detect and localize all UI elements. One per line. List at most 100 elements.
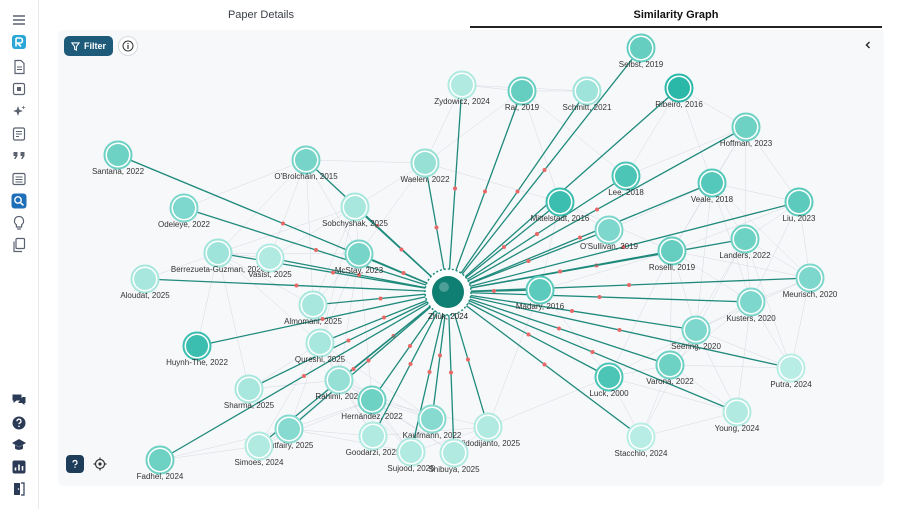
- graph-node[interactable]: Zydowicz, 2024: [434, 70, 490, 107]
- node-circle[interactable]: [735, 116, 757, 138]
- graph-node[interactable]: Liu, 2023: [783, 187, 816, 224]
- graph-node[interactable]: Fadhel, 2024: [137, 445, 184, 482]
- graph-node[interactable]: Varona, 2022: [646, 350, 694, 387]
- lightbulb-icon[interactable]: [10, 214, 28, 232]
- node-circle[interactable]: [348, 243, 370, 265]
- node-circle[interactable]: [302, 294, 324, 316]
- notes-icon[interactable]: [10, 125, 28, 143]
- node-circle[interactable]: [630, 426, 652, 448]
- node-circle[interactable]: [309, 332, 331, 354]
- node-circle[interactable]: [511, 80, 533, 102]
- help-icon[interactable]: [10, 414, 28, 432]
- graph-search-icon[interactable]: [10, 192, 28, 210]
- filter-button[interactable]: Filter: [64, 36, 113, 56]
- graph-node[interactable]: Santana, 2022: [92, 140, 145, 177]
- graph-node[interactable]: Odeleye, 2022: [158, 193, 211, 230]
- chart-icon[interactable]: [10, 458, 28, 476]
- node-circle[interactable]: [443, 442, 465, 464]
- copy-icon[interactable]: [10, 236, 28, 254]
- info-button[interactable]: [118, 36, 138, 56]
- graph-node[interactable]: Hernández, 2022: [341, 385, 403, 422]
- tab-paper-details[interactable]: Paper Details: [227, 9, 295, 21]
- center-node[interactable]: Zhuk, 2024: [424, 268, 472, 321]
- graph-node[interactable]: O'Sullivan, 2019: [580, 215, 639, 252]
- node-circle[interactable]: [361, 389, 383, 411]
- menu-icon[interactable]: [10, 11, 28, 29]
- graph-node[interactable]: Sobchyshak, 2025: [322, 192, 388, 229]
- recenter-button[interactable]: [91, 455, 109, 473]
- node-circle[interactable]: [685, 319, 707, 341]
- node-circle[interactable]: [598, 219, 620, 241]
- graph-node[interactable]: Aloudat, 2025: [120, 264, 170, 301]
- graph-node[interactable]: Sujood, 2025: [387, 437, 435, 474]
- graph-node[interactable]: Meurisch, 2020: [783, 263, 838, 300]
- list-icon[interactable]: [10, 170, 28, 188]
- document-icon[interactable]: [10, 58, 28, 76]
- help-button[interactable]: [66, 455, 84, 473]
- node-circle[interactable]: [630, 37, 652, 59]
- graph-node[interactable]: Stacchio, 2024: [615, 422, 668, 459]
- node-circle[interactable]: [740, 291, 762, 313]
- app-logo-icon[interactable]: [10, 33, 28, 51]
- graph-node[interactable]: Berrezueta-Guzman, 2024: [171, 238, 266, 275]
- graph-node[interactable]: Veale, 2018: [691, 168, 734, 205]
- node-circle[interactable]: [615, 165, 637, 187]
- graph-node[interactable]: Roselli, 2019: [649, 236, 696, 273]
- node-circle[interactable]: [259, 247, 281, 269]
- graph-node[interactable]: Madary, 2016: [516, 275, 565, 312]
- node-circle[interactable]: [107, 144, 129, 166]
- graph-node[interactable]: Lee, 2018: [608, 161, 644, 198]
- chat-icon[interactable]: [10, 391, 28, 409]
- node-circle[interactable]: [726, 401, 748, 423]
- node-circle[interactable]: [173, 197, 195, 219]
- node-circle[interactable]: [344, 196, 366, 218]
- graph-node[interactable]: Sutfairy, 2025: [265, 414, 314, 451]
- graph-node[interactable]: O'Brolcháin, 2015: [274, 145, 338, 182]
- node-circle[interactable]: [734, 228, 756, 250]
- node-circle[interactable]: [477, 416, 499, 438]
- quote-icon[interactable]: [10, 147, 28, 165]
- graph-node[interactable]: Kusters, 2020: [726, 287, 776, 324]
- node-circle[interactable]: [668, 77, 690, 99]
- exit-icon[interactable]: [10, 480, 28, 498]
- node-circle[interactable]: [598, 366, 620, 388]
- node-circle[interactable]: [238, 378, 260, 400]
- node-circle[interactable]: [421, 408, 443, 430]
- graph-node[interactable]: Seering, 2020: [671, 315, 721, 352]
- node-circle[interactable]: [788, 191, 810, 213]
- graph-node[interactable]: Qureshi, 2025: [295, 328, 346, 365]
- node-circle[interactable]: [400, 441, 422, 463]
- node-circle[interactable]: [278, 418, 300, 440]
- center-node-circle[interactable]: [432, 276, 464, 308]
- graph-node[interactable]: Kaufmann, 2022: [403, 404, 462, 441]
- node-circle[interactable]: [780, 357, 802, 379]
- graph-node[interactable]: Young, 2024: [715, 397, 760, 434]
- graph-node[interactable]: Rai, 2019: [505, 76, 540, 113]
- graph-node[interactable]: Rahimi, 2024: [315, 365, 363, 402]
- graph-node[interactable]: Widodijanto, 2025: [456, 412, 521, 449]
- graph-node[interactable]: Luck, 2000: [589, 362, 629, 399]
- node-circle[interactable]: [186, 335, 208, 357]
- node-circle[interactable]: [549, 191, 571, 213]
- node-circle[interactable]: [701, 172, 723, 194]
- node-circle[interactable]: [451, 74, 473, 96]
- graph-node[interactable]: Simoes, 2024: [235, 431, 284, 468]
- node-circle[interactable]: [295, 149, 317, 171]
- graph-node[interactable]: Schmitt, 2021: [563, 76, 612, 113]
- graph-node[interactable]: McStay, 2023: [335, 239, 384, 276]
- graph-node[interactable]: Landers, 2022: [719, 224, 771, 261]
- node-circle[interactable]: [248, 435, 270, 457]
- graph-node[interactable]: Goodarzi, 2025: [346, 421, 401, 458]
- node-circle[interactable]: [529, 279, 551, 301]
- node-circle[interactable]: [661, 240, 683, 262]
- graph-node[interactable]: Putra, 2024: [770, 353, 812, 390]
- academic-icon[interactable]: [10, 436, 28, 454]
- tab-similarity-graph[interactable]: Similarity Graph: [470, 0, 882, 28]
- node-circle[interactable]: [134, 268, 156, 290]
- collapse-button[interactable]: [858, 35, 878, 55]
- graph-node[interactable]: Almomani, 2025: [284, 290, 342, 327]
- graph-node[interactable]: Hoffman, 2023: [720, 112, 773, 149]
- node-circle[interactable]: [576, 80, 598, 102]
